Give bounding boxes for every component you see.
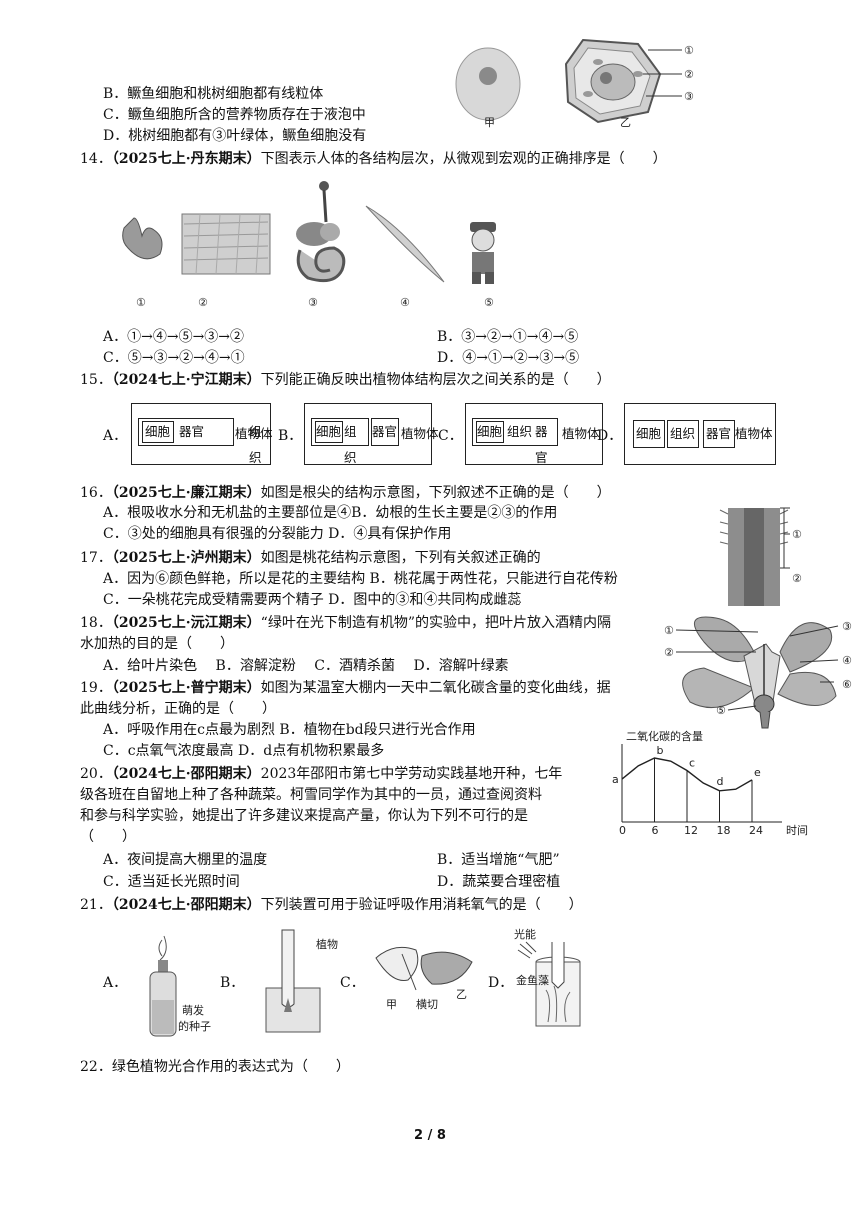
q15-stem: 15．（2024七上·宁江期末）下列能正确反映出植物体结构层次之间关系的是（ ） — [80, 372, 611, 388]
digestive-system-icon — [296, 181, 346, 283]
q20-option-c: C．适当延长光照时间 — [103, 874, 240, 890]
svg-text:金鱼藻: 金鱼藻 — [516, 973, 549, 987]
page-number: 2 / 8 — [414, 1128, 446, 1143]
muscle-cell-icon — [365, 205, 445, 283]
q20-stem-4: （ ） — [80, 829, 136, 845]
svg-text:横切: 横切 — [416, 997, 438, 1011]
q15-option-b-diagram: 细胞 组织 器官 植物体 — [304, 403, 439, 465]
q13-option-b: B．鳜鱼细胞和桃树细胞都有线粒体 — [103, 86, 324, 102]
chart-x-label: 时间 — [786, 824, 808, 837]
q13-label-1: ① — [684, 44, 694, 57]
q18-stem: 18．（2025七上·沅江期末）“绿叶在光下制造有机物”的实验中，把叶片放入酒精… — [80, 615, 611, 631]
q20-option-a: A．夜间提高大棚里的温度 — [103, 852, 268, 868]
q15-option-c-diagram: 细胞 组织 器官 植物体 — [465, 403, 603, 465]
q13-label-3: ③ — [684, 90, 694, 103]
q20-stem-2: 级各班在自留地上种了各种蔬菜。柯雪同学作为其中的一员，通过查阅资料 — [80, 787, 542, 803]
q15-option-d-diagram: 细胞 组织 器官 植物体 — [624, 403, 776, 465]
q21-stem: 21．（2024七上·邵阳期末）下列装置可用于验证呼吸作用消耗氧气的是（ ） — [80, 897, 583, 913]
q17-label-5: ⑤ — [716, 704, 726, 717]
q16-line2: C．③处的细胞具有很强的分裂能力 D．④具有保护作用 — [103, 526, 452, 542]
q17-label-2: ② — [664, 646, 674, 659]
q20-stem: 20．（2024七上·邵阳期末）2023年邵阳市第七中学劳动实践基地开种，七年 — [80, 766, 563, 782]
q15-letter-a: A． — [103, 428, 128, 444]
q14-label-1: ① — [136, 296, 146, 309]
q14-label-5: ⑤ — [484, 296, 494, 309]
q21-letter-b: B． — [220, 975, 245, 991]
q19-line1: A．呼吸作用在c点最为剧烈 B．植物在bd段只进行光合作用 — [103, 722, 476, 738]
q17-label-4: ④ — [842, 654, 852, 667]
chart-point-label: d — [717, 775, 724, 788]
svg-text:甲: 甲 — [386, 998, 397, 1011]
q14-label-4: ④ — [400, 296, 410, 309]
q17-label-1: ① — [664, 624, 674, 637]
chart-point-label: b — [657, 744, 664, 757]
chart-title: 二氧化碳的含量 — [626, 729, 703, 743]
q21-letter-d: D． — [488, 975, 514, 991]
chart-x-tick: 18 — [717, 824, 731, 837]
q14-label-2: ② — [198, 296, 208, 309]
person-icon — [470, 222, 496, 284]
svg-text:光能: 光能 — [514, 927, 536, 941]
svg-text:乙: 乙 — [456, 988, 467, 1001]
q20-option-b: B．适当增施“气肥” — [437, 852, 560, 868]
q21-option-d-figure: 光能 金鱼藻 — [514, 927, 581, 1027]
q13-option-d: D．桃树细胞都有③叶绿体，鳜鱼细胞没有 — [103, 128, 367, 144]
q17-label-3: ③ — [842, 620, 852, 633]
q15-letter-c: C． — [438, 428, 463, 444]
q13-option-c: C．鳜鱼细胞所含的营养物质存在于液泡中 — [103, 107, 366, 123]
q14-figure: ① ② ③ ④ ⑤ — [122, 181, 496, 309]
chart-point-label: c — [689, 757, 695, 770]
q16-root-tip-figure: ① ② — [719, 507, 802, 606]
q15-letter-b: B． — [278, 428, 303, 444]
q18-options: A．给叶片染色 B．溶解淀粉 C．酒精杀菌 D．溶解叶绿素 — [103, 658, 509, 674]
q18-stem-2: 水加热的目的是（ ） — [80, 636, 234, 652]
q14-option-a: A．①→④→⑤→③→② — [103, 329, 245, 345]
q16-label-1: ① — [792, 528, 802, 541]
q21-letter-c: C． — [340, 975, 365, 991]
svg-text:萌发: 萌发 — [182, 1003, 204, 1017]
q21-option-b-figure: 植物 — [265, 929, 338, 1033]
q14-option-b: B．③→②→①→④→⑤ — [437, 329, 579, 345]
q16-label-2: ② — [792, 572, 802, 585]
q15-option-a-diagram: 细胞 器官 组织 植物体 — [131, 403, 273, 465]
q13-label-2: ② — [684, 68, 694, 81]
q15-letter-d: D． — [597, 428, 623, 444]
q20-stem-3: 和参与科学实验，她提出了许多建议来提高产量，你认为下列不可行的是 — [80, 808, 528, 824]
q21-option-a-figure: 萌发 的种子 — [149, 935, 211, 1037]
q14-option-c: C．⑤→③→②→④→① — [103, 350, 245, 366]
q19-line2: C．c点氧气浓度最高 D．d点有机物积累最多 — [103, 743, 385, 759]
svg-text:的种子: 的种子 — [178, 1019, 211, 1033]
chart-x-tick: 0 — [619, 824, 626, 837]
q14-option-d: D．④→①→②→③→⑤ — [437, 350, 580, 366]
stomach-icon — [122, 217, 163, 260]
q19-stem: 19．（2025七上·普宁期末）如图为某温室大棚内一天中二氧化碳含量的变化曲线，… — [80, 680, 611, 696]
chart-point-label: e — [754, 766, 761, 779]
svg-text:植物: 植物 — [316, 937, 338, 951]
q17-stem: 17．（2025七上·泸州期末）如图是桃花结构示意图，下列有关叙述正确的 — [80, 550, 541, 566]
chart-x-tick: 6 — [652, 824, 659, 837]
q22-stem: 22．绿色植物光合作用的表达式为（ ） — [80, 1059, 350, 1075]
chart-point-label: a — [612, 773, 619, 786]
q16-stem: 16．（2025七上·廉江期末）如图是根尖的结构示意图，下列叙述不正确的是（ ） — [80, 485, 611, 501]
chart-x-tick: 24 — [749, 824, 763, 837]
q14-label-3: ③ — [308, 296, 318, 309]
q13-label-yi: 乙 — [620, 116, 631, 129]
q17-line2: C．一朵桃花完成受精需要两个精子 D．图中的③和④共同构成雌蕊 — [103, 592, 522, 608]
q13-label-jia: 甲 — [484, 116, 495, 129]
q16-line1: A．根吸收水分和无机盐的主要部位是④B．幼根的生长主要是②③的作用 — [103, 505, 558, 521]
q19-co2-chart: 二氧化碳的含量 0 6 12 18 24 a b c d e 时间 — [612, 729, 808, 837]
q21-option-c-figure: 甲 横切 乙 — [375, 946, 473, 1011]
q19-stem-2: 此曲线分析，正确的是（ ） — [80, 701, 276, 717]
q17-line1: A．因为⑥颜色鲜艳，所以是花的主要结构 B．桃花属于两性花，只能进行自花传粉 — [103, 571, 618, 587]
q21-letter-a: A． — [103, 975, 128, 991]
q17-label-6: ⑥ — [842, 678, 852, 691]
q17-flower-figure: ① ② ③ ④ ⑤ ⑥ — [664, 616, 852, 729]
chart-x-tick: 12 — [684, 824, 698, 837]
q20-option-d: D．蔬菜要合理密植 — [437, 874, 561, 890]
q13-cell-figure: ① ② ③ 甲 乙 — [455, 38, 694, 129]
q14-stem: 14．（2025七上·丹东期末）下图表示人体的各结构层次，从微观到宏观的正确排序… — [80, 151, 667, 167]
